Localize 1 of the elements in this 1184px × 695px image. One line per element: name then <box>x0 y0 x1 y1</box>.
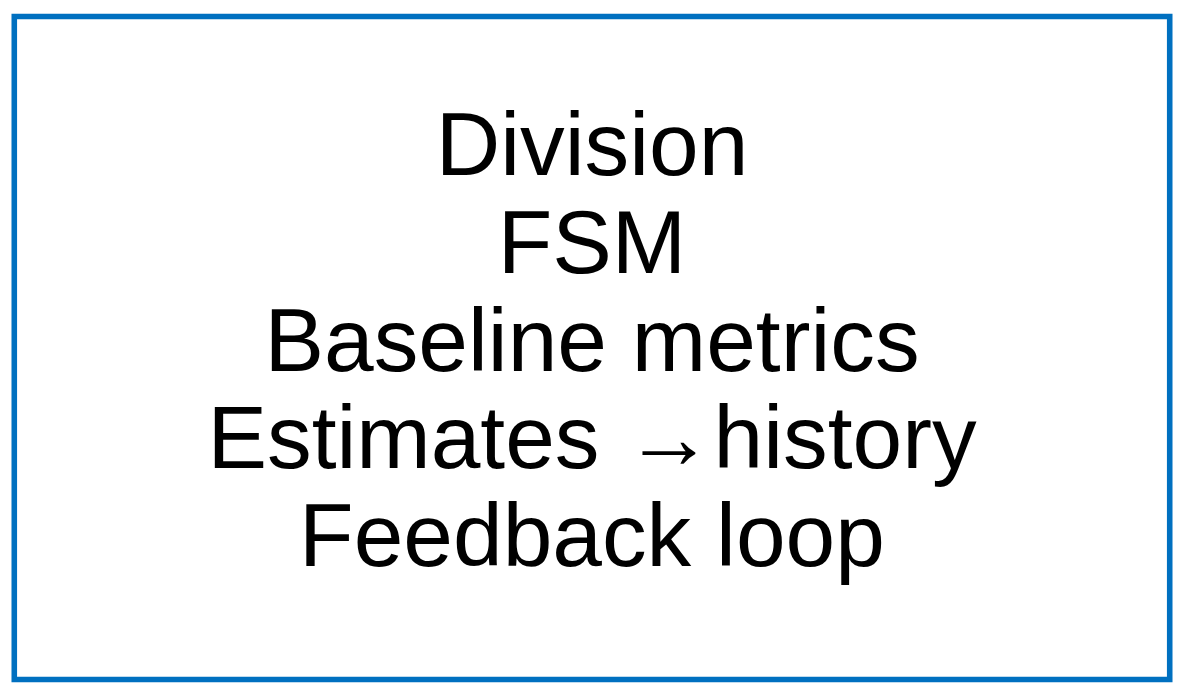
node-box: Division FSM Baseline metrics Estimates →history Feedback loop <box>11 13 1173 682</box>
